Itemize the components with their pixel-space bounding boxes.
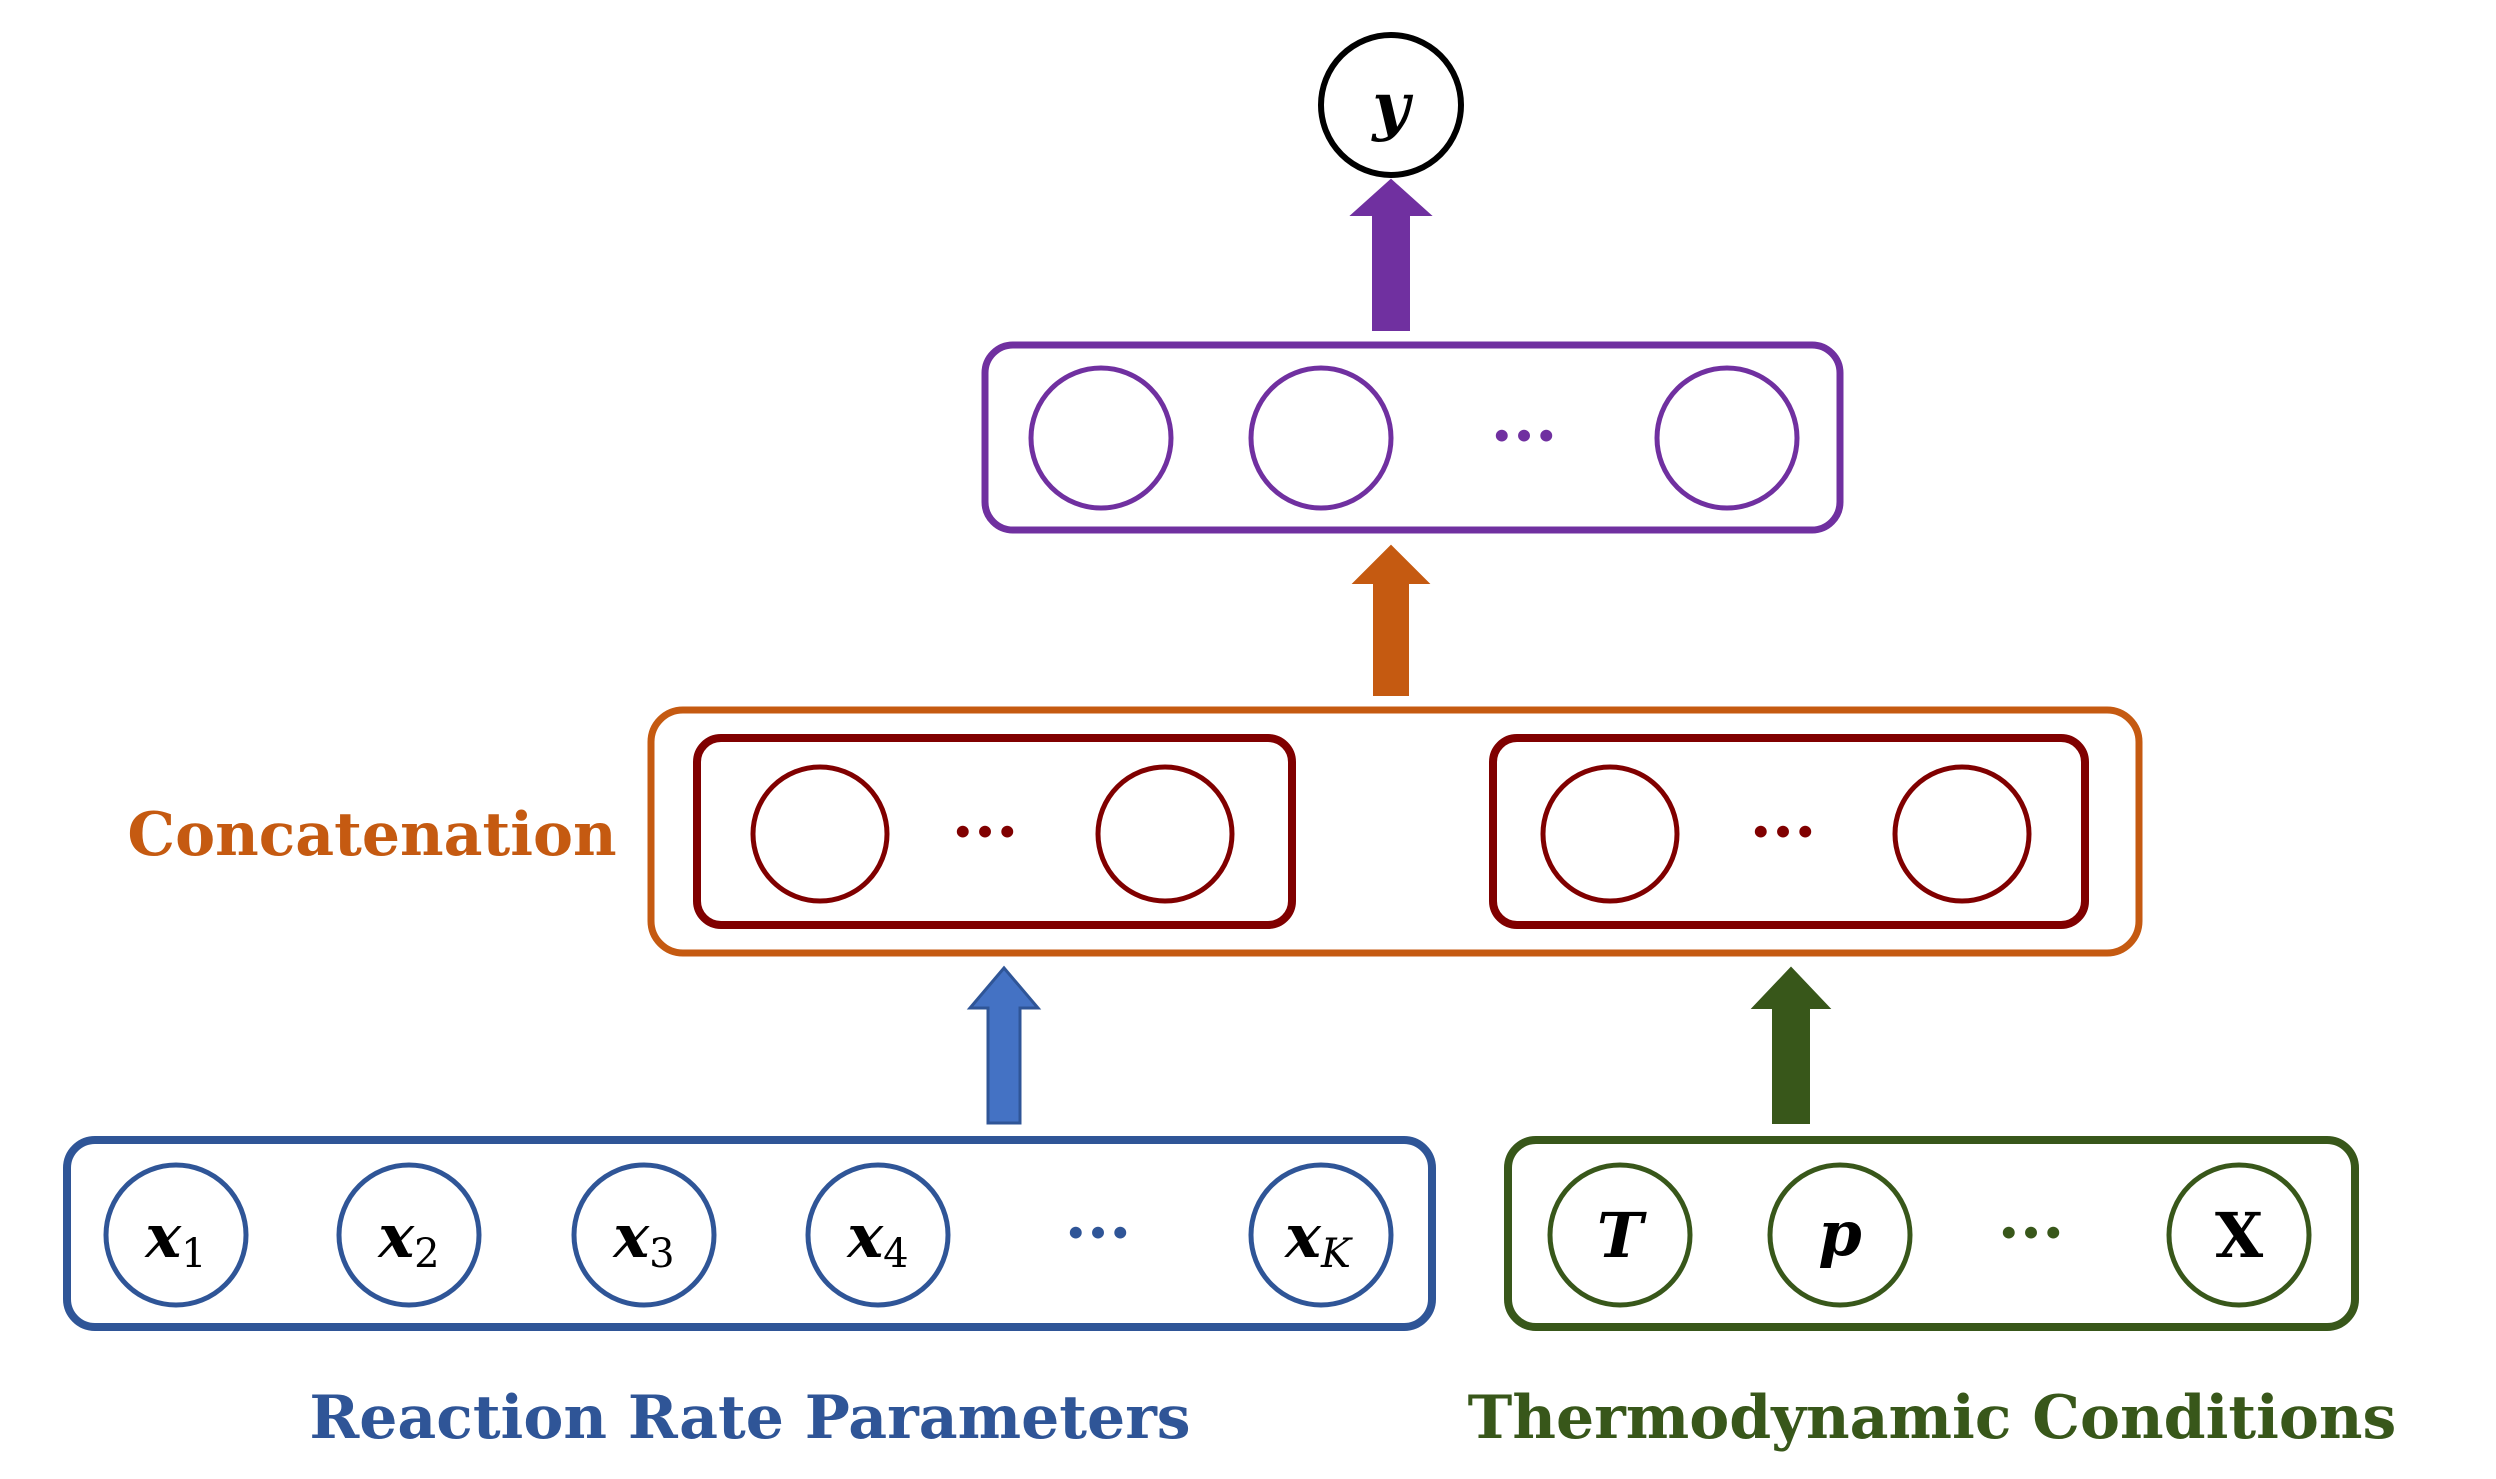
reaction-ellipsis: ··· bbox=[1065, 1196, 1132, 1271]
reaction-node-xK: xK bbox=[1248, 1162, 1394, 1308]
reaction-rate-label: Reaction Rate Parameters bbox=[309, 1383, 1190, 1453]
hidden-ellipsis: ··· bbox=[1491, 399, 1558, 474]
hidden-node-n bbox=[1654, 365, 1800, 511]
thermo-label: Thermodynamic Conditions bbox=[1468, 1383, 2397, 1453]
reaction-embedding-ellipsis: ··· bbox=[952, 795, 1019, 870]
svg-text:x1: x1 bbox=[143, 1202, 206, 1277]
output-node: y bbox=[1318, 32, 1464, 178]
arrow-concat-to-hidden bbox=[1351, 544, 1431, 696]
thermo-ellipsis: ··· bbox=[1998, 1196, 2065, 1271]
reaction-node-x4-sub: 4 bbox=[883, 1231, 908, 1277]
thermo-embedding-node-n bbox=[1892, 764, 2032, 904]
hidden-layer: ··· bbox=[981, 341, 1844, 534]
reaction-node-x2-sub: 2 bbox=[414, 1231, 439, 1277]
svg-text:x3: x3 bbox=[611, 1202, 674, 1277]
reaction-node-x4-var: x bbox=[845, 1202, 884, 1272]
arrow-reaction-to-concat bbox=[966, 965, 1042, 1125]
arrow-thermo-to-concat bbox=[1750, 966, 1832, 1124]
thermo-box bbox=[1504, 1136, 2359, 1331]
reaction-node-x3-var: x bbox=[611, 1202, 650, 1272]
reaction-node-x3-sub: 3 bbox=[649, 1231, 674, 1277]
thermo-node-p: p bbox=[1767, 1162, 1913, 1308]
reaction-node-xK-var: x bbox=[1283, 1202, 1322, 1272]
reaction-node-x2-var: x bbox=[376, 1202, 415, 1272]
thermo-layer: T p ··· X bbox=[1504, 1136, 2359, 1331]
hidden-node-1 bbox=[1028, 365, 1174, 511]
reaction-embedding-node-1 bbox=[750, 764, 890, 904]
thermo-node-T: T bbox=[1547, 1162, 1693, 1308]
concatenation-layer: ··· ··· bbox=[647, 706, 2143, 957]
reaction-rate-layer: x1 x2 x3 x4 ··· xK bbox=[63, 1136, 1436, 1331]
reaction-node-x1-var: x bbox=[143, 1202, 182, 1272]
reaction-node-x2: x2 bbox=[336, 1162, 482, 1308]
output-node-label: y bbox=[1370, 69, 1413, 144]
thermo-node-T-label: T bbox=[1597, 1199, 1647, 1272]
reaction-node-x3: x3 bbox=[571, 1162, 717, 1308]
concatenation-label: Concatenation bbox=[127, 800, 616, 870]
svg-text:x2: x2 bbox=[376, 1202, 439, 1277]
svg-text:xK: xK bbox=[1283, 1202, 1353, 1277]
thermo-embedding-node-1 bbox=[1540, 764, 1680, 904]
thermo-embedding-box bbox=[1489, 734, 2089, 929]
thermo-node-X-label: X bbox=[2215, 1199, 2264, 1272]
reaction-embedding-box bbox=[693, 734, 1296, 929]
reaction-rate-box bbox=[63, 1136, 1436, 1331]
thermo-node-X: X bbox=[2166, 1162, 2312, 1308]
arrow-hidden-to-output bbox=[1349, 178, 1433, 331]
reaction-node-xK-sub: K bbox=[1320, 1231, 1353, 1277]
hidden-node-2 bbox=[1248, 365, 1394, 511]
hidden-layer-box bbox=[981, 341, 1844, 534]
thermo-embedding-ellipsis: ··· bbox=[1750, 795, 1817, 870]
thermo-node-p-label: p bbox=[1818, 1197, 1861, 1270]
reaction-node-x1-sub: 1 bbox=[181, 1231, 206, 1277]
reaction-node-x4: x4 bbox=[805, 1162, 951, 1308]
reaction-embedding-node-n bbox=[1095, 764, 1235, 904]
reaction-node-x1: x1 bbox=[103, 1162, 249, 1308]
concatenation-box bbox=[647, 706, 2143, 957]
svg-text:x4: x4 bbox=[845, 1202, 908, 1277]
output-node-circle bbox=[1318, 32, 1464, 178]
